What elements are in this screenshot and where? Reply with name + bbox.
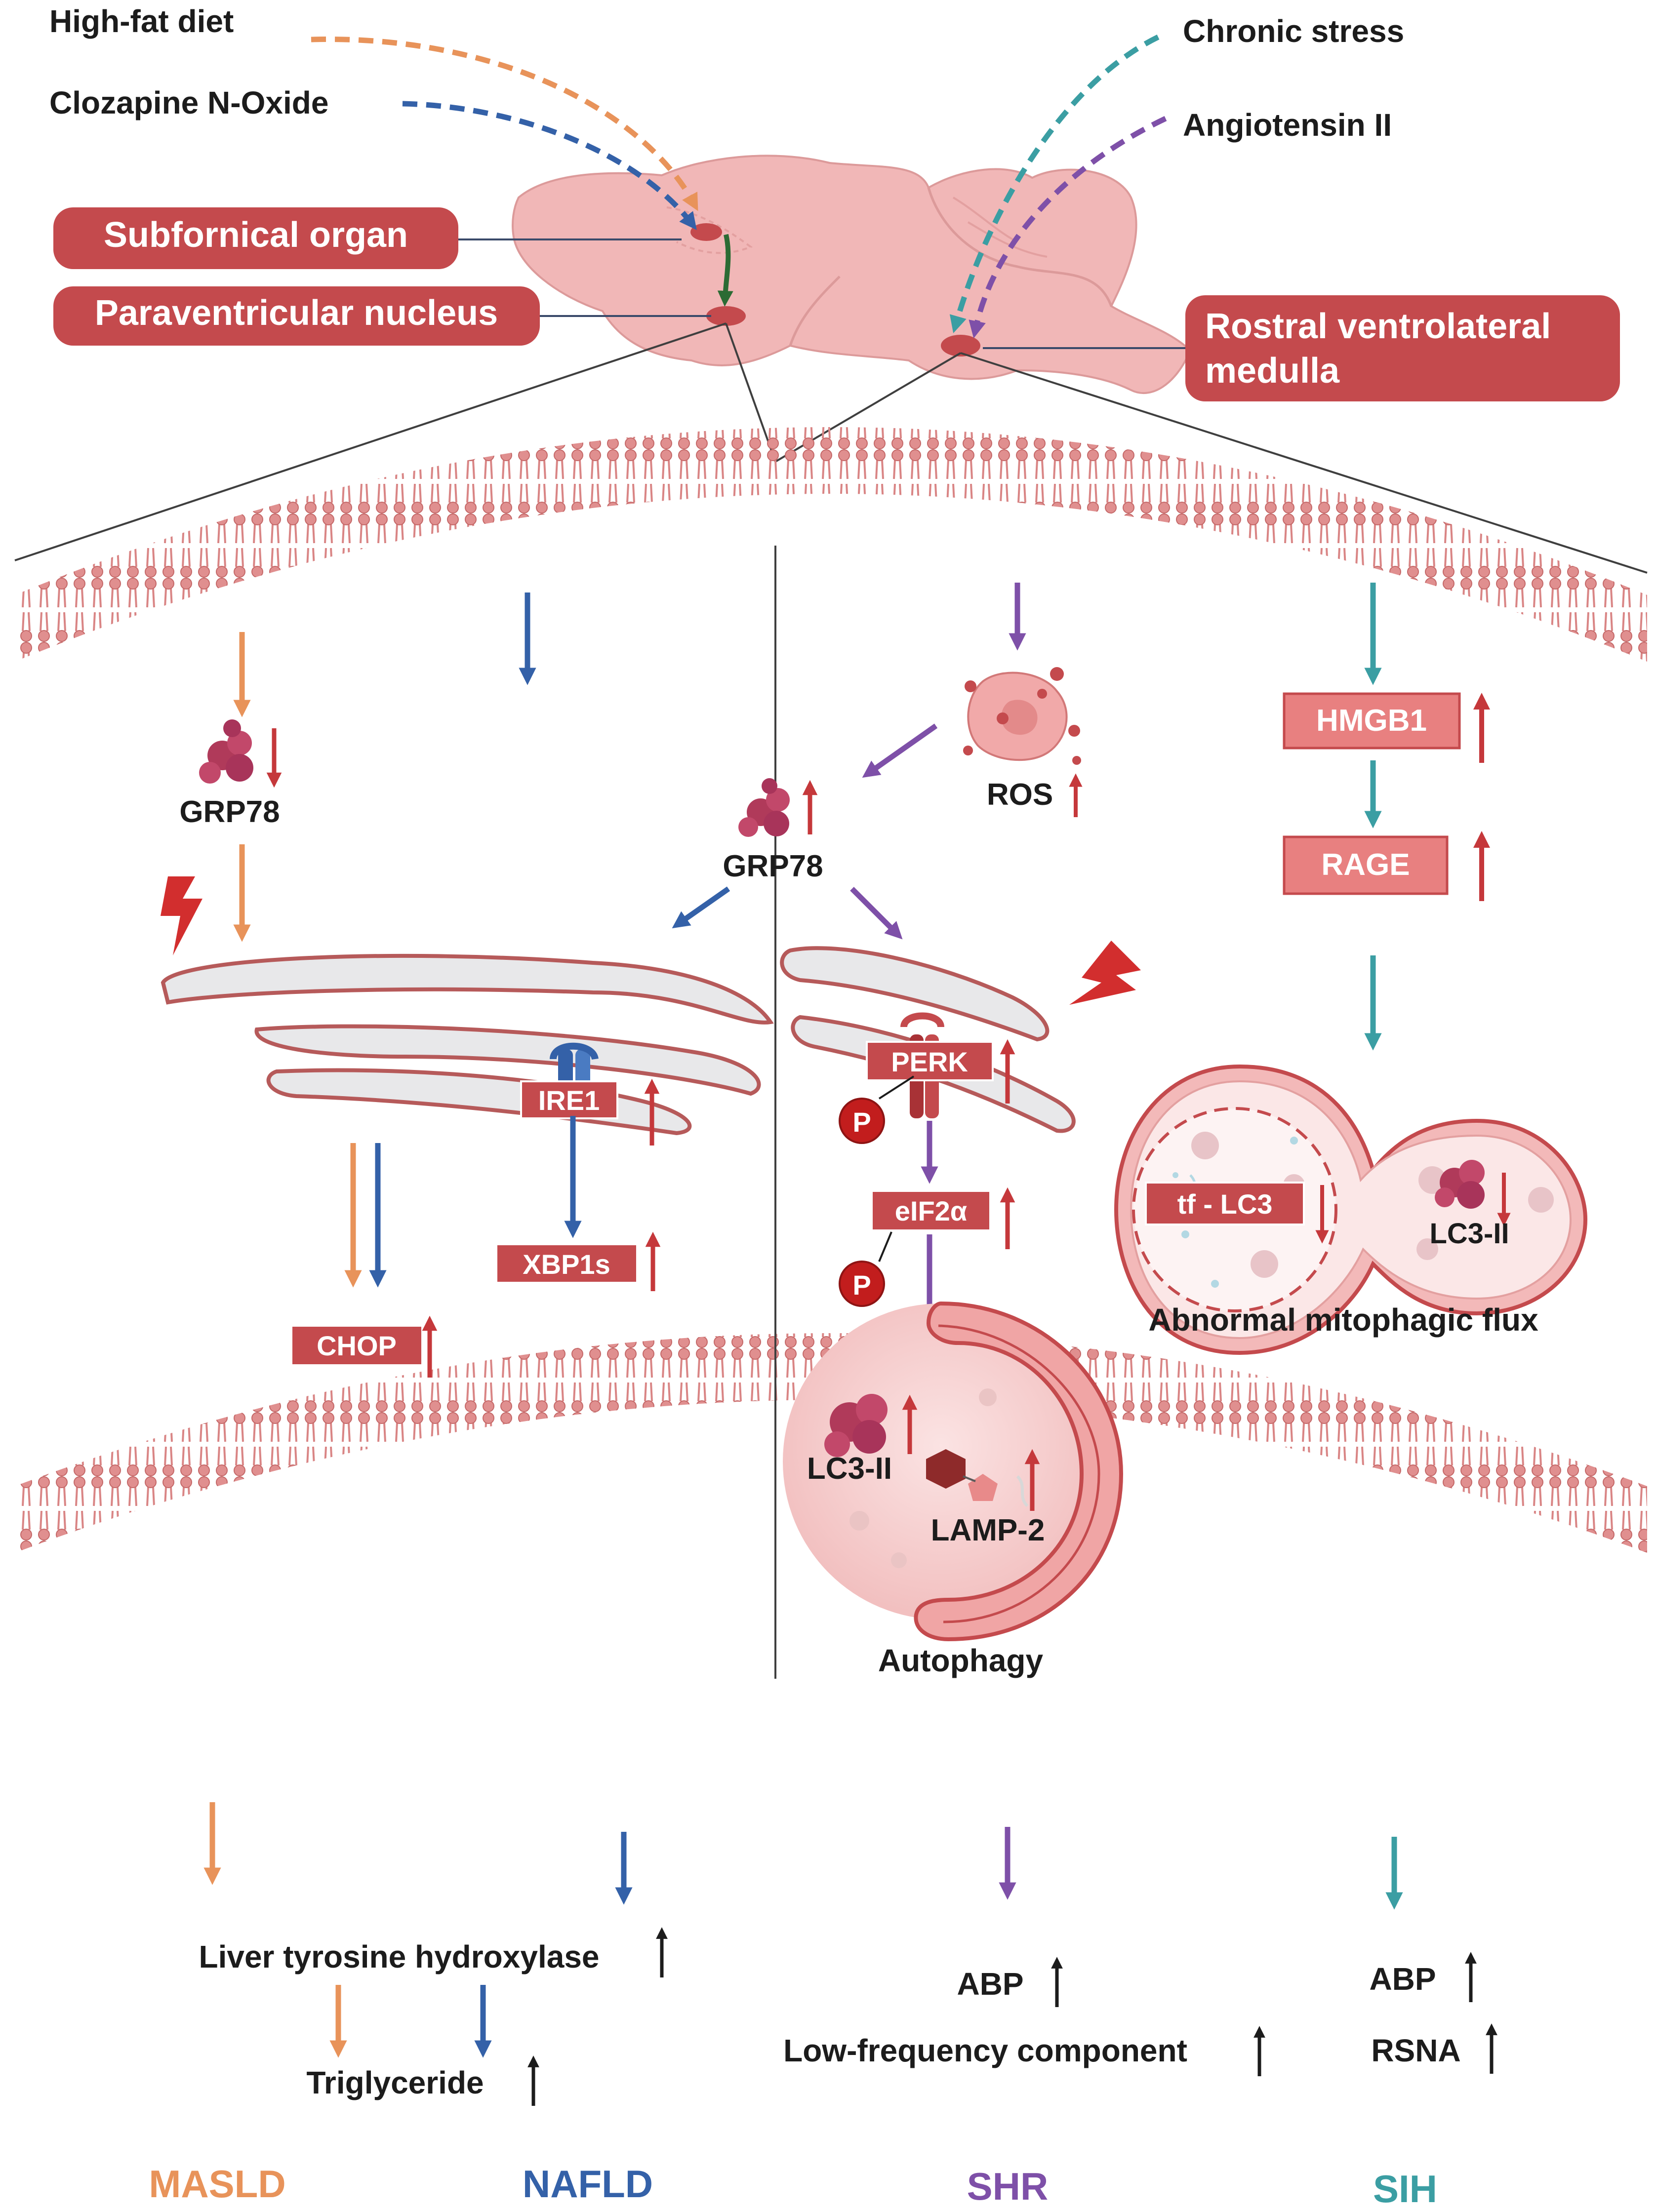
abp-sih-label: ABP — [1369, 1961, 1436, 1997]
eif2a-box — [871, 1190, 991, 1231]
masld-label: MASLD — [149, 2162, 285, 2206]
grp78-center-label: GRP78 — [723, 849, 823, 883]
xbp1s-box — [495, 1243, 638, 1284]
rvlm-label-line2: medulla — [1205, 351, 1340, 391]
mitophagy-caption: Abnormal mitophagic flux — [1148, 1302, 1538, 1338]
stress-bolt-left-icon — [161, 876, 202, 955]
rage-label: RAGE — [1321, 848, 1410, 882]
lc3ii-mito-label: LC3-II — [1429, 1218, 1509, 1250]
bottom-membrane — [15, 1333, 1647, 1553]
clozapine-label: Clozapine N-Oxide — [49, 85, 328, 120]
rage-box — [1283, 835, 1449, 895]
nafld-label: NAFLD — [523, 2162, 653, 2206]
hmgb1-box — [1283, 692, 1461, 750]
phospho-eif2a-label: P — [852, 1269, 871, 1301]
phospho-perk-icon — [839, 1098, 885, 1144]
high-fat-diet-arrow — [311, 37, 698, 211]
triglyceride-label: Triglyceride — [306, 2065, 484, 2100]
grp78-left-label: GRP78 — [179, 795, 280, 829]
abp-shr-label: ABP — [957, 1966, 1023, 2002]
ros-icon — [963, 667, 1081, 765]
high-fat-diet-label: High-fat diet — [49, 3, 234, 39]
xbp1s-label: XBP1s — [523, 1249, 610, 1280]
rvlm-label-line1: Rostral ventrolateral — [1205, 307, 1551, 346]
rvlm-marker — [941, 335, 980, 356]
autophagy-caption: Autophagy — [878, 1643, 1044, 1678]
brain-illustration — [512, 155, 1192, 395]
angiotensin-label: Angiotensin II — [1183, 107, 1392, 143]
grp78-center-protein-icon — [738, 778, 790, 837]
pvn-label: Paraventricular nucleus — [95, 293, 498, 333]
top-membrane — [15, 427, 1647, 662]
liver-th-label: Liver tyrosine hydroxylase — [199, 1939, 599, 1975]
sfo-label: Subfornical organ — [104, 215, 408, 255]
grp78-left-protein-icon — [199, 719, 253, 784]
stress-bolt-right-icon — [1069, 941, 1141, 1005]
sih-label: SIH — [1373, 2167, 1437, 2211]
lamp2-icon — [926, 1449, 998, 1501]
shr-label: SHR — [967, 2165, 1049, 2208]
lc3ii-auto-label: LC3-II — [807, 1452, 892, 1486]
chronic-stress-arrow — [949, 35, 1160, 333]
sfo-marker — [690, 223, 722, 241]
pvn-label-box — [53, 286, 540, 346]
rvlm-label-box — [1185, 295, 1620, 401]
tf-lc3-label: tf - LC3 — [1177, 1188, 1273, 1220]
lc3ii-mito-protein-icon — [1435, 1160, 1485, 1209]
phospho-eif2a-icon — [839, 1261, 885, 1307]
sfo-to-pvn-arrow — [717, 234, 733, 307]
ros-label: ROS — [987, 778, 1053, 812]
perk-box — [866, 1041, 994, 1081]
perk-label: PERK — [891, 1046, 968, 1077]
lamp2-label: LAMP-2 — [931, 1513, 1045, 1547]
clozapine-arrow — [402, 101, 697, 230]
lf-component-label: Low-frequency component — [783, 2033, 1187, 2068]
eif2a-label: eIF2α — [895, 1195, 967, 1226]
lc3ii-auto-protein-icon — [824, 1394, 888, 1457]
rsna-label: RSNA — [1371, 2033, 1460, 2068]
phospho-perk-label: P — [852, 1106, 871, 1138]
tf-lc3-box — [1145, 1182, 1305, 1225]
chop-label: CHOP — [317, 1330, 397, 1361]
hmgb1-label: HMGB1 — [1316, 704, 1427, 738]
pvn-marker — [706, 306, 746, 326]
sfo-label-box — [53, 207, 458, 269]
chop-box — [290, 1325, 423, 1366]
ire1-box — [520, 1080, 618, 1119]
ire1-label: IRE1 — [538, 1085, 600, 1116]
chronic-stress-label: Chronic stress — [1183, 13, 1404, 49]
